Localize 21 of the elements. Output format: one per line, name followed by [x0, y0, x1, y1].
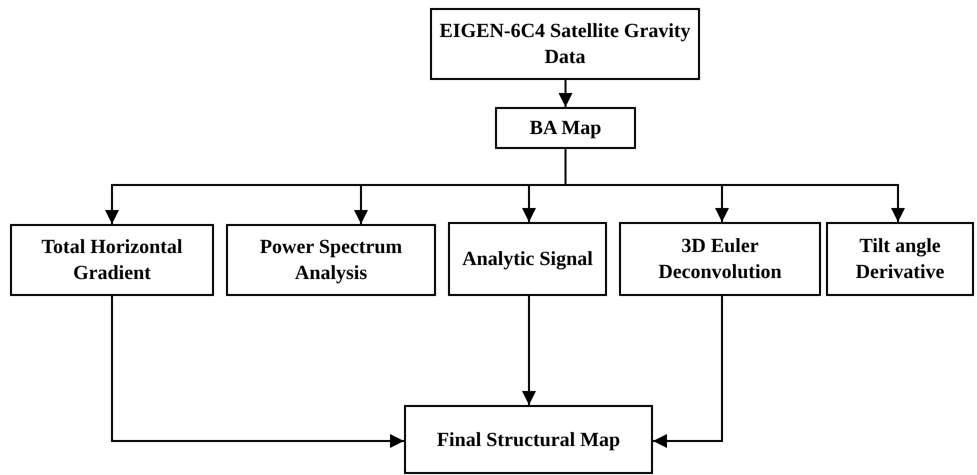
process-box — [226, 224, 436, 296]
box-label: Power Spectrum Analysis — [258, 235, 404, 286]
process-box — [448, 222, 607, 296]
process-box — [430, 8, 700, 80]
box-label: 3D Euler Deconvolution — [657, 234, 783, 285]
box-label: Final Structural Map — [436, 428, 620, 452]
arrow — [564, 149, 905, 222]
process-box — [10, 224, 214, 296]
arrow — [653, 296, 723, 448]
arrow — [522, 296, 536, 405]
arrow — [558, 80, 572, 107]
process-box — [826, 222, 974, 296]
box-label: BA Map — [530, 116, 602, 141]
arrow — [111, 296, 404, 448]
process-box — [619, 222, 821, 296]
box-label: Analytic Signal — [462, 247, 593, 272]
process-box — [495, 107, 636, 149]
box-label: EIGEN-6C4 Satellite Gravity Data — [438, 19, 692, 70]
box-label: Total Horizontal Gradient — [40, 235, 184, 286]
process-box — [404, 405, 653, 474]
box-label: Tilt angle Derivative — [854, 234, 946, 285]
